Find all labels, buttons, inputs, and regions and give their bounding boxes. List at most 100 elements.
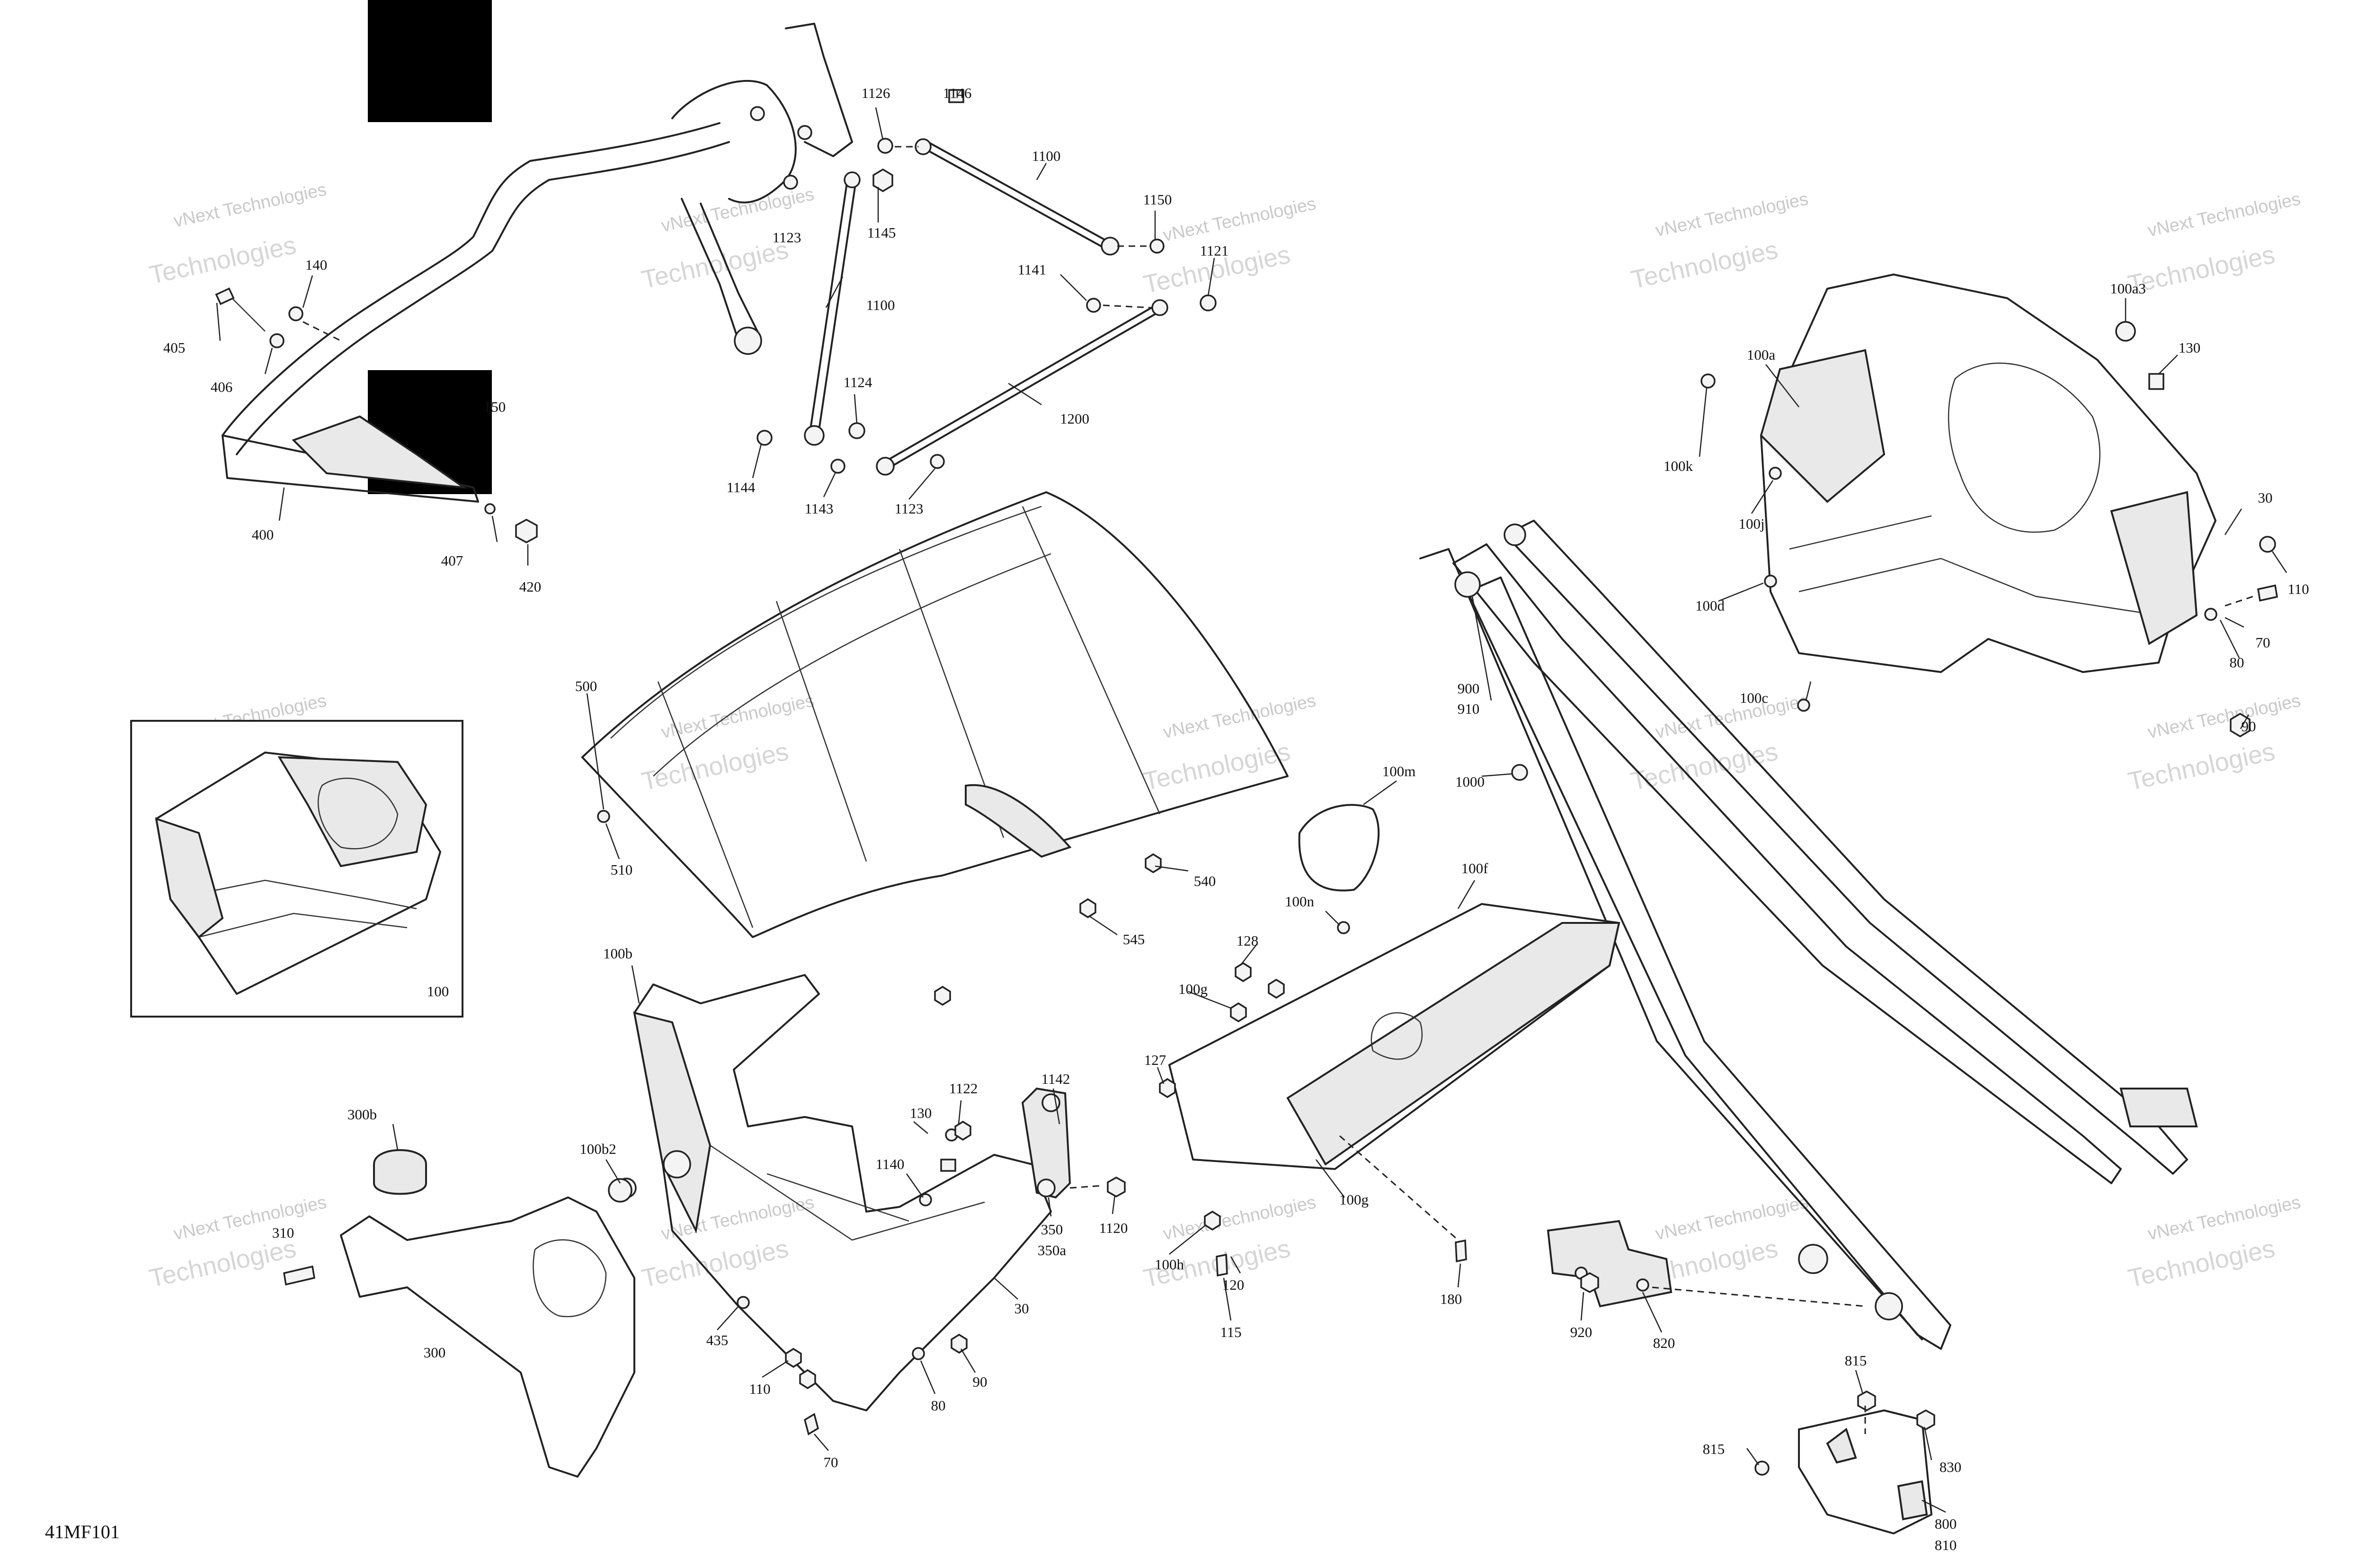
watermark: vNext Technologies: [2146, 691, 2302, 742]
callout: 350a: [1038, 1242, 1067, 1258]
callout: 30: [1014, 1300, 1029, 1317]
callout: 1143: [805, 500, 834, 517]
watermark: vNext Technologies: [659, 184, 816, 236]
callout: 100: [427, 983, 449, 1000]
callout: 1123: [895, 500, 924, 517]
part-link-350: [1021, 1087, 1126, 1199]
callout: 100d: [1695, 597, 1725, 614]
callout: 100k: [1664, 458, 1693, 474]
redaction-block-top: [368, 0, 492, 122]
watermark: Technologies: [639, 1234, 791, 1293]
watermark: vNext Technologies: [1654, 1192, 1810, 1244]
callout: 800: [1935, 1515, 1957, 1532]
callout: 100j: [1738, 515, 1764, 532]
callout: 70: [824, 1454, 838, 1471]
callout: 120: [1222, 1276, 1245, 1293]
callout: 420: [519, 578, 542, 595]
watermark: vNext Technologies: [1161, 194, 1317, 245]
callout: 1144: [727, 479, 756, 496]
callout: 510: [611, 861, 633, 878]
callout: 1100: [866, 297, 895, 313]
callout: 140: [305, 257, 328, 273]
callout: 100a3: [2110, 280, 2146, 297]
callout: 1100: [1032, 148, 1061, 164]
callout: 545: [1123, 931, 1145, 948]
part-lower-right-brackets: [1547, 1220, 1935, 1534]
watermark: Technologies: [2126, 737, 2278, 796]
watermark: vNext Technologies: [659, 691, 816, 742]
callout: 1140: [876, 1156, 905, 1172]
callout-labels: 1126 1146 1100 1150 1121 1145 1123 1100 …: [163, 85, 2309, 1553]
callout: 1141: [1018, 261, 1047, 278]
callout: 910: [1458, 700, 1480, 717]
callout: 815: [1703, 1441, 1725, 1457]
callout: 540: [1194, 873, 1216, 889]
watermark: Technologies: [639, 737, 791, 796]
callout: 920: [1570, 1324, 1593, 1340]
callout: 407: [441, 552, 463, 569]
part-left-bracket: [283, 1149, 635, 1478]
callout: 1124: [844, 374, 872, 390]
part-upper-right-frame: [1700, 274, 2278, 738]
callout: 1120: [1099, 1220, 1128, 1236]
callout: 500: [575, 678, 597, 694]
callout: 90: [2242, 718, 2256, 735]
callout: 30: [2258, 489, 2273, 506]
callout: 1121: [1200, 242, 1229, 259]
callout: 100c: [1740, 690, 1768, 706]
callout: 830: [1940, 1459, 1962, 1475]
callout: 150: [484, 399, 506, 415]
callout: 180: [1440, 1291, 1462, 1307]
callout: 110: [749, 1381, 770, 1397]
callout: 100h: [1155, 1256, 1184, 1273]
part-skid-plate: [581, 491, 1289, 1006]
callout: 128: [1237, 932, 1259, 949]
callout: 1145: [867, 224, 896, 241]
part-long-rails: [1419, 520, 2198, 1350]
callout: 100g: [1339, 1191, 1369, 1208]
callout: 100a: [1747, 346, 1776, 363]
part-upper-bar: [222, 23, 853, 503]
part-floor-plate: [1159, 764, 1620, 1277]
callout: 127: [1144, 1052, 1166, 1068]
watermark-group: vNext Technologies Technologies vNext Te…: [147, 179, 2302, 1293]
callout: 115: [1220, 1324, 1241, 1340]
part-rods: [756, 89, 1217, 476]
callout: 820: [1653, 1335, 1675, 1351]
callout: 1142: [1041, 1071, 1070, 1087]
callout: 1123: [773, 229, 801, 246]
watermark: vNext Technologies: [172, 179, 328, 231]
callout: 130: [2179, 339, 2201, 356]
watermark: vNext Technologies: [2146, 189, 2302, 240]
watermark: vNext Technologies: [1161, 1192, 1317, 1244]
callout: 1150: [1143, 191, 1172, 208]
watermark: vNext Technologies: [172, 1192, 328, 1244]
diagram-code: 41MF101: [45, 1521, 120, 1542]
watermark: Technologies: [1628, 236, 1780, 294]
callout: 100b: [603, 945, 632, 962]
callout: 405: [163, 339, 186, 356]
inset-frame-view: [130, 720, 463, 1018]
callout: 80: [931, 1397, 946, 1414]
callout: 810: [1935, 1537, 1957, 1553]
callout: 300: [424, 1344, 446, 1361]
watermark: vNext Technologies: [2146, 1192, 2302, 1244]
callout: 1146: [943, 85, 972, 101]
watermark: vNext Technologies: [1654, 189, 1810, 240]
callout: 130: [910, 1105, 932, 1121]
callout: 310: [272, 1224, 294, 1241]
bar-fasteners: [215, 287, 538, 543]
callout: 350: [1041, 1221, 1063, 1238]
callout: 80: [2230, 654, 2244, 671]
callout: 110: [2287, 581, 2309, 597]
leader-lines: [216, 91, 2287, 1513]
callout: 400: [252, 526, 274, 543]
callout: 100m: [1382, 763, 1416, 780]
callout: 100b2: [579, 1141, 616, 1157]
watermark: Technologies: [639, 236, 791, 294]
callout: 1000: [1455, 773, 1485, 790]
callout: 1200: [1060, 410, 1089, 427]
callout: 1126: [862, 85, 890, 101]
